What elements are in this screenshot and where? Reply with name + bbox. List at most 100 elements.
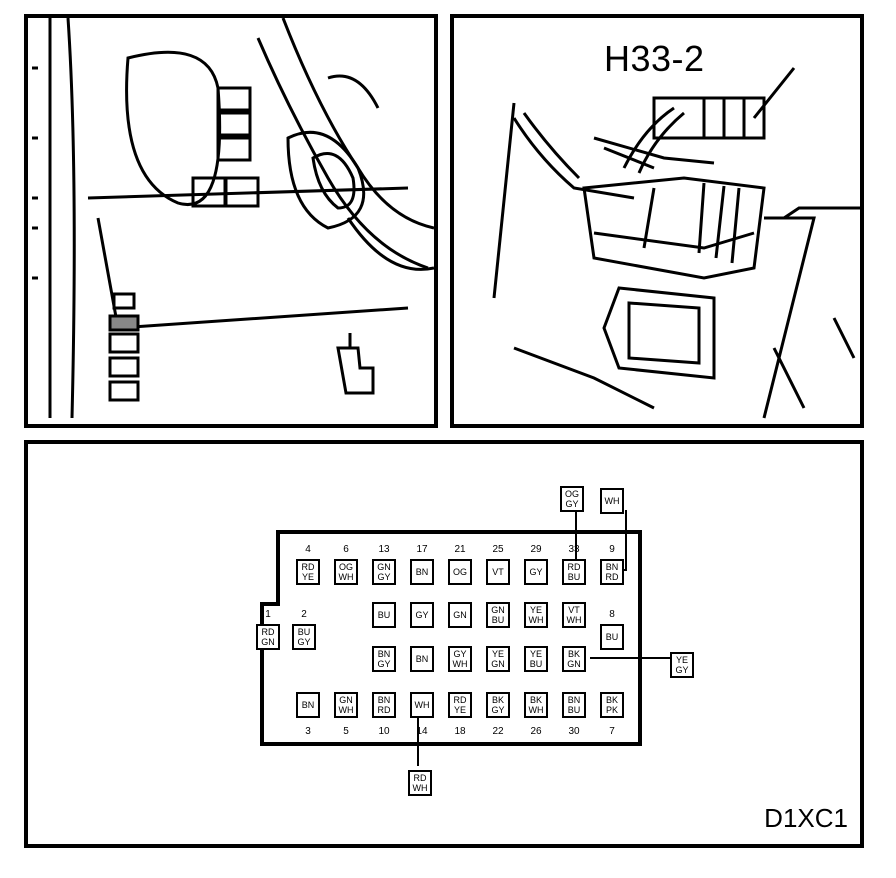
wire-color: BN bbox=[567, 695, 581, 705]
wire-color: GY bbox=[377, 572, 391, 582]
location-panel bbox=[24, 14, 438, 428]
wire-color: PK bbox=[605, 705, 618, 715]
pin-r2c4: GY bbox=[410, 602, 434, 628]
wire-color: RD bbox=[567, 562, 581, 572]
pin-number: 10 bbox=[378, 726, 390, 737]
pin-17: BN bbox=[410, 559, 434, 585]
pin-ext-wh: WH bbox=[600, 488, 624, 514]
wire-color: WH bbox=[604, 496, 620, 506]
pin-number: 25 bbox=[492, 544, 504, 555]
pin-25: VT bbox=[486, 559, 510, 585]
wire-color: GY bbox=[415, 610, 429, 620]
wire-color: GY bbox=[491, 705, 505, 715]
wire-color: GN bbox=[339, 695, 353, 705]
wire-color: WH bbox=[412, 783, 428, 793]
wire-color: OG bbox=[564, 489, 579, 499]
wire-color: WH bbox=[338, 572, 354, 582]
pin-8: BU bbox=[600, 624, 624, 650]
wire-color: GN bbox=[491, 659, 505, 669]
wire-color: GY bbox=[297, 637, 311, 647]
connector-view-panel: H33-2 bbox=[450, 14, 864, 428]
pin-number: 9 bbox=[609, 544, 615, 555]
wire-color: RD bbox=[261, 627, 275, 637]
pin-number: 3 bbox=[305, 726, 311, 737]
pin-number: 33 bbox=[568, 544, 580, 555]
pin-number: 29 bbox=[530, 544, 542, 555]
wire-color: BU bbox=[297, 627, 311, 637]
wire-color: GY bbox=[453, 649, 467, 659]
wire-color: BK bbox=[491, 695, 504, 705]
pin-number: 13 bbox=[378, 544, 390, 555]
wire-color: GN bbox=[567, 659, 581, 669]
wire-color: GY bbox=[529, 567, 543, 577]
wire-color: GN bbox=[491, 605, 505, 615]
pin-r3c4: BN bbox=[410, 646, 434, 672]
wire-color: YE bbox=[491, 649, 504, 659]
pin-number: 26 bbox=[530, 726, 542, 737]
pin-number: 30 bbox=[568, 726, 580, 737]
wire-color: BN bbox=[301, 700, 315, 710]
wire-color: YE bbox=[301, 572, 314, 582]
wire-color: BU bbox=[605, 632, 619, 642]
wire-color: BN bbox=[377, 695, 391, 705]
wire-color: GN bbox=[453, 610, 467, 620]
pin-number: 6 bbox=[343, 544, 349, 555]
wire-color: BU bbox=[567, 572, 581, 582]
wire-color: GN bbox=[377, 562, 391, 572]
wire-color: WH bbox=[338, 705, 354, 715]
wire-color: BU bbox=[491, 615, 505, 625]
pin-21: OG bbox=[448, 559, 472, 585]
wire-color: BN bbox=[415, 567, 429, 577]
pin-number: 14 bbox=[416, 726, 428, 737]
wire-color: WH bbox=[414, 700, 430, 710]
wire-color: YE bbox=[675, 655, 688, 665]
pin-number: 17 bbox=[416, 544, 428, 555]
pin-number: 1 bbox=[265, 609, 271, 620]
wire-color: BN bbox=[415, 654, 429, 664]
dashboard-illustration bbox=[32, 18, 434, 419]
connector-title: H33-2 bbox=[604, 38, 705, 79]
wire-color: VT bbox=[568, 605, 580, 615]
pin-14: WH bbox=[410, 692, 434, 718]
wire-color: YE bbox=[529, 649, 542, 659]
wire-color: BU bbox=[567, 705, 581, 715]
wire-color: GY bbox=[675, 665, 689, 675]
pin-number: 21 bbox=[454, 544, 466, 555]
pin-number: 4 bbox=[305, 544, 311, 555]
wire-color: GY bbox=[377, 659, 391, 669]
wire-color: BK bbox=[567, 649, 580, 659]
wire-color: WH bbox=[528, 615, 544, 625]
wire-color: RD bbox=[413, 773, 427, 783]
wire-color: VT bbox=[492, 567, 504, 577]
wire-color: OG bbox=[338, 562, 353, 572]
pin-number: 22 bbox=[492, 726, 504, 737]
pin-r2c3: BU bbox=[372, 602, 396, 628]
wire-color: BK bbox=[529, 695, 542, 705]
wire-color: GN bbox=[261, 637, 275, 647]
diagram-code: D1XC1 bbox=[764, 803, 848, 833]
wire-color: WH bbox=[566, 615, 582, 625]
wire-color: BU bbox=[377, 610, 391, 620]
wire-color: BU bbox=[529, 659, 543, 669]
wire-color: YE bbox=[453, 705, 466, 715]
